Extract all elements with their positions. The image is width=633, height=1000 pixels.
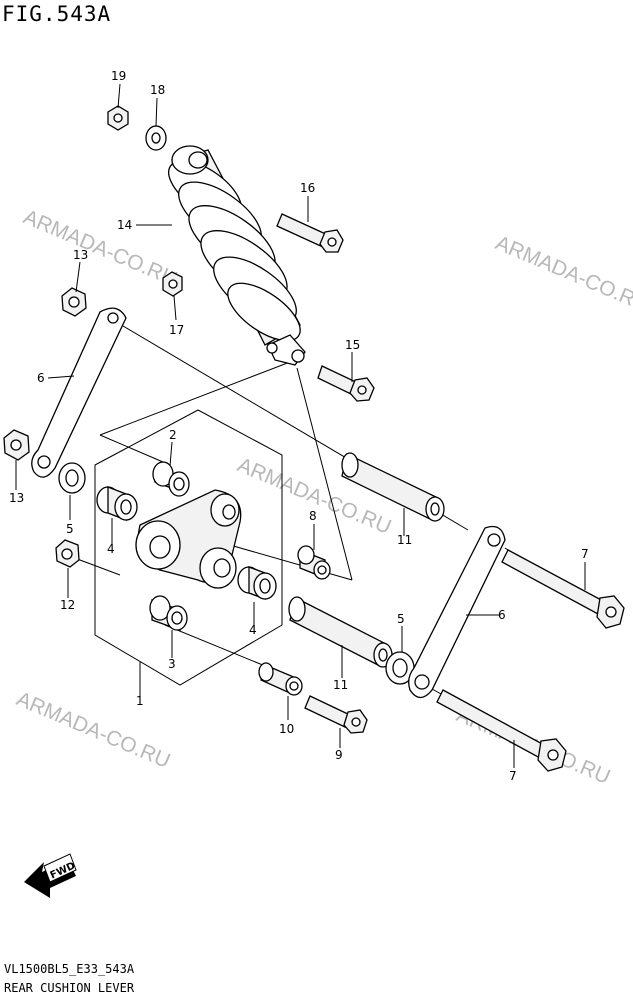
nut-17 bbox=[162, 271, 183, 297]
callout-7-upper: 7 bbox=[581, 547, 589, 561]
nut-13-upper bbox=[61, 287, 87, 317]
bearing-4-left bbox=[96, 486, 138, 521]
callout-1: 1 bbox=[136, 694, 144, 708]
bolt-16 bbox=[276, 213, 344, 253]
callout-9: 9 bbox=[335, 748, 343, 762]
callout-14: 14 bbox=[117, 218, 132, 232]
bearing-3 bbox=[149, 595, 188, 631]
spacer-11-upper bbox=[341, 452, 445, 522]
watermark-2: ARMADA-CO.RU bbox=[492, 231, 633, 316]
callout-labels: 19 18 16 14 13 17 15 6 2 13 5 4 8 11 7 1… bbox=[9, 69, 589, 783]
cushion-rod-6-left bbox=[31, 307, 127, 478]
spacer-8 bbox=[297, 545, 331, 580]
callout-17: 17 bbox=[169, 323, 184, 337]
rear-shock-absorber bbox=[168, 145, 306, 366]
bearing-2 bbox=[152, 461, 190, 497]
callout-5-right: 5 bbox=[397, 612, 405, 626]
figure-code: VL1500BL5_E33_543A bbox=[4, 962, 135, 976]
callout-11-upper: 11 bbox=[397, 533, 412, 547]
cushion-lever-body bbox=[135, 489, 242, 589]
callout-4-right: 4 bbox=[249, 623, 257, 637]
washer-5-left bbox=[58, 462, 86, 494]
spacer-11-lower bbox=[288, 596, 393, 668]
bolt-15 bbox=[317, 365, 375, 402]
figure-title: FIG.543A bbox=[2, 2, 112, 26]
bolt-9 bbox=[304, 695, 368, 734]
callout-16: 16 bbox=[300, 181, 315, 195]
bolt-7-upper bbox=[501, 549, 625, 629]
nut-12 bbox=[55, 539, 80, 568]
washer-5-right bbox=[385, 651, 415, 685]
fwd-arrow-icon: FWD bbox=[24, 853, 77, 898]
callout-15: 15 bbox=[345, 338, 360, 352]
cushion-rod-6-right bbox=[408, 525, 506, 699]
callout-19: 19 bbox=[111, 69, 126, 83]
bolt-7-lower bbox=[436, 689, 567, 772]
callout-5-left: 5 bbox=[66, 522, 74, 536]
callout-12: 12 bbox=[60, 598, 75, 612]
callout-6-left: 6 bbox=[37, 371, 45, 385]
callout-13-lower: 13 bbox=[9, 491, 24, 505]
callout-2: 2 bbox=[169, 428, 177, 442]
bearing-4-right bbox=[237, 566, 277, 600]
lever-assembly-outline bbox=[94, 409, 283, 686]
callout-8: 8 bbox=[309, 509, 317, 523]
watermark-4: ARMADA-CO.RU bbox=[13, 687, 173, 772]
callout-13-upper: 13 bbox=[73, 248, 88, 262]
callout-6-right: 6 bbox=[498, 608, 506, 622]
callout-18: 18 bbox=[150, 83, 165, 97]
washer-18 bbox=[145, 125, 167, 151]
callout-7-lower: 7 bbox=[509, 769, 517, 783]
nut-19 bbox=[107, 105, 129, 131]
callout-10: 10 bbox=[279, 722, 294, 736]
spacer-10 bbox=[258, 662, 303, 696]
figure-caption: REAR CUSHION LEVER bbox=[4, 981, 135, 995]
callout-leaders bbox=[15, 83, 586, 768]
callout-11-lower: 11 bbox=[333, 678, 348, 692]
callout-4-left: 4 bbox=[107, 542, 115, 556]
nut-13-lower bbox=[3, 429, 30, 461]
watermark-1: ARMADA-CO.RU bbox=[20, 205, 180, 290]
callout-3: 3 bbox=[168, 657, 176, 671]
